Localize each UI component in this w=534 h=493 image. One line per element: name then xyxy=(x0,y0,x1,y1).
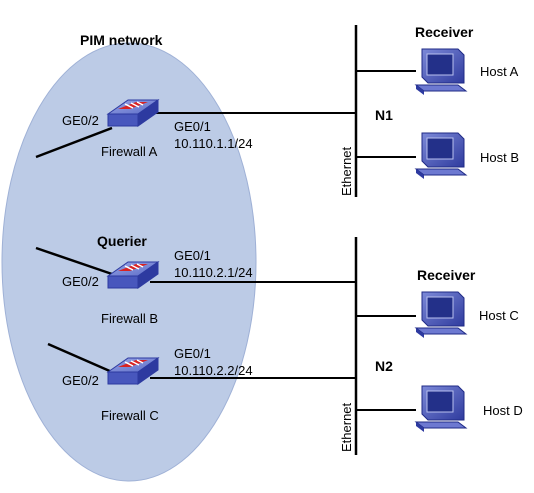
computer-icon xyxy=(414,385,468,432)
firewall-icon xyxy=(106,261,160,289)
firewall-a-right-port: GE0/1 xyxy=(174,119,211,134)
link-firewall-a-upstream xyxy=(35,126,113,159)
host-d-label: Host D xyxy=(483,403,523,418)
ethernet-label-n2: Ethernet xyxy=(339,402,354,452)
firewall-b[interactable] xyxy=(106,261,160,289)
firewall-a[interactable] xyxy=(106,99,160,127)
computer-icon xyxy=(414,132,468,179)
network-n2-label: N2 xyxy=(375,358,393,374)
host-a-role: Receiver xyxy=(415,24,474,40)
firewall-c[interactable] xyxy=(106,357,160,385)
host-a-label: Host A xyxy=(480,64,519,79)
firewall-icon xyxy=(106,357,160,385)
link-firewall-c-upstream xyxy=(47,342,113,374)
host-b[interactable] xyxy=(414,132,468,179)
firewall-c-label: Firewall C xyxy=(101,408,159,423)
host-c[interactable] xyxy=(414,291,468,338)
firewall-b-role: Querier xyxy=(97,233,147,249)
firewall-a-ip: 10.110.1.1/24 xyxy=(174,136,253,151)
network-n1-label: N1 xyxy=(375,107,393,123)
host-c-role: Receiver xyxy=(417,267,476,283)
computer-icon xyxy=(414,48,468,95)
host-a[interactable] xyxy=(414,48,468,95)
firewall-c-ip: 10.110.2.2/24 xyxy=(174,363,253,378)
firewall-c-right-port: GE0/1 xyxy=(174,346,211,361)
firewall-b-left-port: GE0/2 xyxy=(62,274,99,289)
firewall-icon xyxy=(106,99,160,127)
host-b-label: Host B xyxy=(480,150,519,165)
ethernet-label-n1: Ethernet xyxy=(339,146,354,196)
firewall-c-left-port: GE0/2 xyxy=(62,373,99,388)
firewall-a-left-port: GE0/2 xyxy=(62,113,99,128)
host-c-label: Host C xyxy=(479,308,519,323)
computer-icon xyxy=(414,291,468,338)
firewall-b-label: Firewall B xyxy=(101,311,158,326)
firewall-b-right-port: GE0/1 xyxy=(174,248,211,263)
firewall-b-ip: 10.110.2.1/24 xyxy=(174,265,253,280)
firewall-a-label: Firewall A xyxy=(101,144,158,159)
pim-network-title: PIM network xyxy=(80,32,163,48)
host-d[interactable] xyxy=(414,385,468,432)
link-firewall-b-upstream xyxy=(35,246,113,276)
